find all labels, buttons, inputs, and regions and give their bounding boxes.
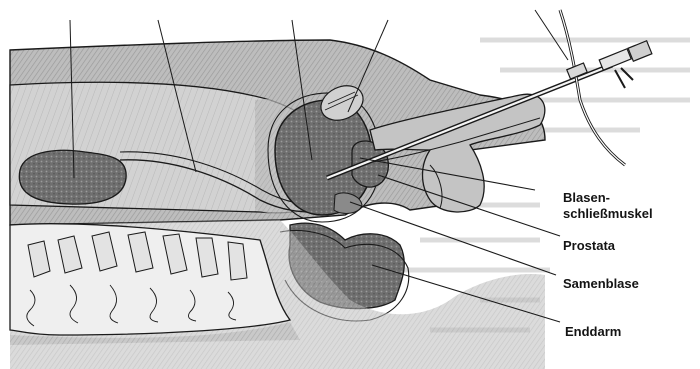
label-bladder-sphincter-2: schließmuskel — [563, 206, 653, 221]
label-prostate: Prostata — [563, 238, 616, 253]
kidney — [19, 150, 126, 204]
label-rectum: Enddarm — [565, 324, 621, 339]
label-seminal-vesicle: Samenblase — [563, 276, 639, 291]
label-bladder-sphincter-1: Blasen- — [563, 190, 610, 205]
